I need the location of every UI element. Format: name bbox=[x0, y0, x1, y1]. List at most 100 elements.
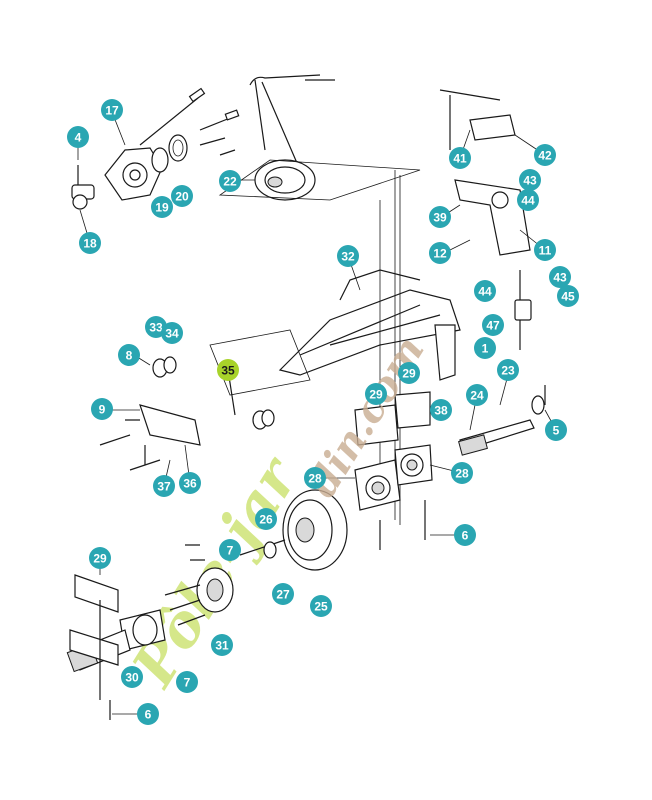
callout-20: 20 bbox=[171, 185, 193, 207]
callout-badge bbox=[219, 170, 241, 192]
hub-assembly bbox=[71, 87, 240, 210]
callout-4: 4 bbox=[67, 126, 89, 148]
callout-label: 29 bbox=[369, 388, 383, 402]
callout-badge bbox=[272, 583, 294, 605]
callout-label: 43 bbox=[553, 271, 567, 285]
bearings bbox=[354, 391, 433, 511]
callout-26: 26 bbox=[255, 508, 277, 530]
callout-label: 35 bbox=[221, 364, 235, 378]
callout-label: 6 bbox=[462, 529, 469, 543]
callout-label: 34 bbox=[165, 327, 179, 341]
callout-45: 45 bbox=[557, 285, 579, 307]
callout-badge bbox=[153, 475, 175, 497]
bolts bbox=[125, 419, 426, 561]
callout-23: 23 bbox=[497, 359, 519, 381]
callout-badge bbox=[534, 144, 556, 166]
callout-badge bbox=[474, 337, 496, 359]
callout-19: 19 bbox=[151, 196, 173, 218]
callout-label: 24 bbox=[470, 389, 484, 403]
right-linkage bbox=[434, 89, 546, 415]
callout-18: 18 bbox=[79, 232, 101, 254]
callout-29: 29 bbox=[365, 383, 387, 405]
callout-5: 5 bbox=[545, 419, 567, 441]
callout-badge bbox=[304, 467, 326, 489]
callout-label: 39 bbox=[433, 211, 447, 225]
callout-22: 22 bbox=[219, 170, 241, 192]
callout-41: 41 bbox=[449, 147, 471, 169]
callout-34: 34 bbox=[161, 322, 183, 344]
callout-badge bbox=[466, 384, 488, 406]
callout-badge bbox=[217, 359, 239, 381]
callout-badge bbox=[101, 99, 123, 121]
callout-27: 27 bbox=[272, 583, 294, 605]
callout-badge bbox=[79, 232, 101, 254]
callout-badge bbox=[176, 671, 198, 693]
callout-label: 29 bbox=[402, 367, 416, 381]
callout-badge bbox=[474, 280, 496, 302]
callout-badge bbox=[482, 314, 504, 336]
callout-label: 43 bbox=[523, 174, 537, 188]
callout-badge bbox=[454, 524, 476, 546]
callout-badge bbox=[398, 362, 420, 384]
callout-badge bbox=[534, 239, 556, 261]
callout-label: 7 bbox=[184, 676, 191, 690]
callout-badge bbox=[171, 185, 193, 207]
callout-29: 29 bbox=[89, 547, 111, 569]
callout-badge bbox=[519, 169, 541, 191]
callout-badge bbox=[517, 189, 539, 211]
callout-label: 44 bbox=[521, 194, 535, 208]
callout-43: 43 bbox=[519, 169, 541, 191]
callout-35: 35 bbox=[217, 359, 239, 381]
callout-28: 28 bbox=[451, 462, 473, 484]
callout-label: 47 bbox=[486, 319, 500, 333]
callout-label: 36 bbox=[183, 477, 197, 491]
bracket-29 bbox=[69, 574, 119, 720]
callout-31: 31 bbox=[211, 634, 233, 656]
callout-badge bbox=[337, 245, 359, 267]
callout-badge bbox=[429, 206, 451, 228]
callout-badge bbox=[121, 666, 143, 688]
callout-label: 17 bbox=[105, 104, 119, 118]
shaft bbox=[458, 419, 535, 456]
callout-label: 28 bbox=[308, 472, 322, 486]
callout-7: 7 bbox=[176, 671, 198, 693]
callout-44: 44 bbox=[517, 189, 539, 211]
callout-8: 8 bbox=[118, 344, 140, 366]
callout-24: 24 bbox=[466, 384, 488, 406]
callout-label: 12 bbox=[433, 247, 447, 261]
callout-label: 41 bbox=[453, 152, 467, 166]
callout-29: 29 bbox=[398, 362, 420, 384]
callout-label: 28 bbox=[455, 467, 469, 481]
belt-pulley bbox=[218, 74, 421, 201]
clutch bbox=[239, 489, 348, 571]
callout-badge bbox=[365, 383, 387, 405]
callout-label: 45 bbox=[561, 290, 575, 304]
callout-label: 19 bbox=[155, 201, 169, 215]
callout-badge bbox=[545, 419, 567, 441]
callout-badge bbox=[179, 472, 201, 494]
callout-badge bbox=[549, 266, 571, 288]
callout-30: 30 bbox=[121, 666, 143, 688]
callout-label: 7 bbox=[227, 544, 234, 558]
callout-badge bbox=[137, 703, 159, 725]
callout-43: 43 bbox=[549, 266, 571, 288]
callout-label: 22 bbox=[223, 175, 237, 189]
callout-1: 1 bbox=[474, 337, 496, 359]
callout-25: 25 bbox=[310, 595, 332, 617]
callout-badge bbox=[449, 147, 471, 169]
callout-37: 37 bbox=[153, 475, 175, 497]
callout-label: 38 bbox=[434, 404, 448, 418]
callout-label: 26 bbox=[259, 513, 273, 527]
callout-36: 36 bbox=[179, 472, 201, 494]
callout-label: 32 bbox=[341, 250, 355, 264]
callout-label: 25 bbox=[314, 600, 328, 614]
callout-badge bbox=[429, 242, 451, 264]
callout-badge bbox=[255, 508, 277, 530]
callout-label: 5 bbox=[553, 424, 560, 438]
callout-badge bbox=[118, 344, 140, 366]
callout-label: 4 bbox=[75, 131, 82, 145]
callout-7: 7 bbox=[219, 539, 241, 561]
callout-label: 33 bbox=[149, 321, 163, 335]
callout-badge bbox=[161, 322, 183, 344]
